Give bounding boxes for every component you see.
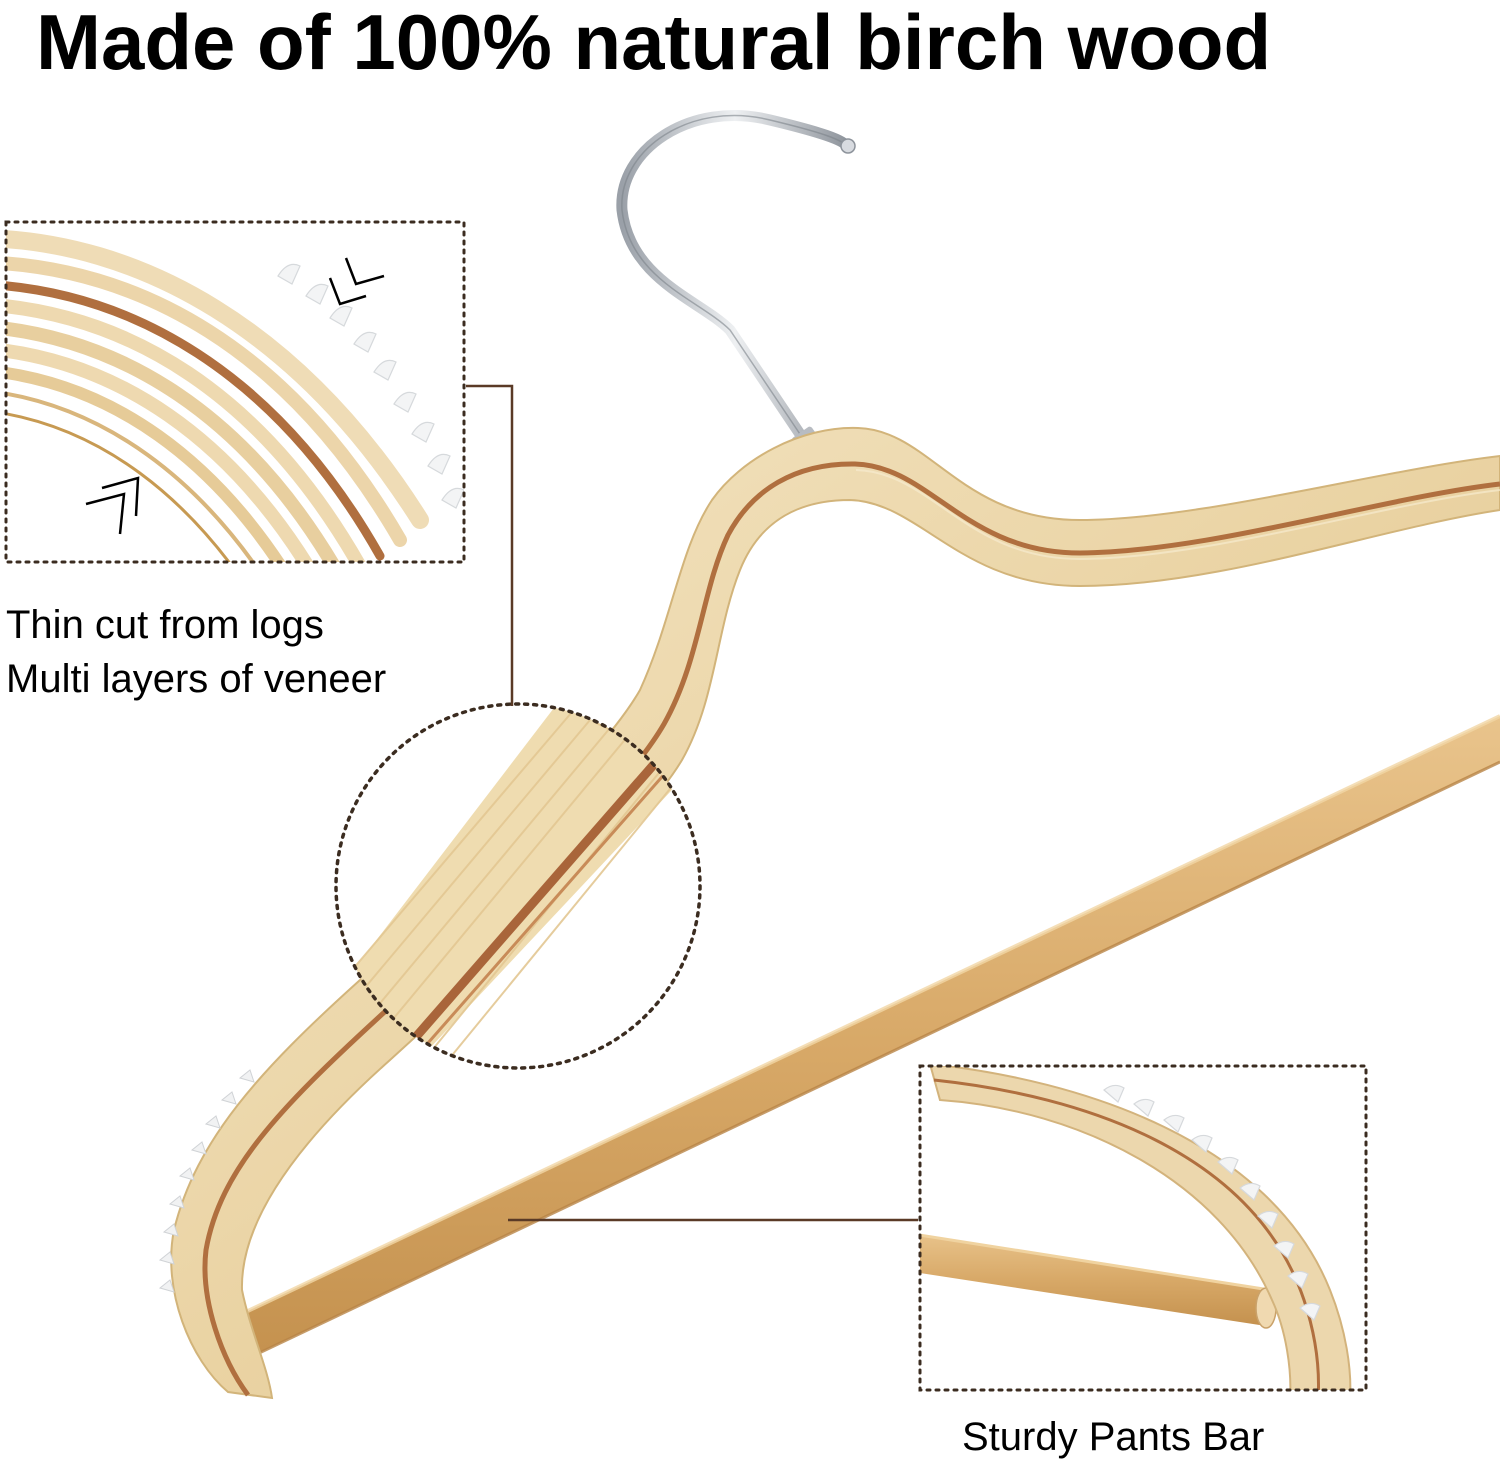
magnified-veneer-circle [334, 702, 702, 1070]
headline: Made of 100% natural birch wood [36, 0, 1272, 86]
veneer-caption-line-1: Thin cut from logs [6, 603, 324, 647]
metal-hook [616, 110, 856, 460]
pants-bar-caption: Sturdy Pants Bar [962, 1415, 1265, 1459]
zoom-box-pants-bar [918, 1064, 1368, 1392]
zoom-box-veneer [4, 220, 466, 564]
leader-line-left [466, 384, 514, 706]
veneer-caption-line-2: Multi layers of veneer [6, 657, 387, 701]
pants-bar [211, 714, 1500, 1368]
veneer-caption: Thin cut from logs Multi layers of venee… [6, 598, 386, 706]
